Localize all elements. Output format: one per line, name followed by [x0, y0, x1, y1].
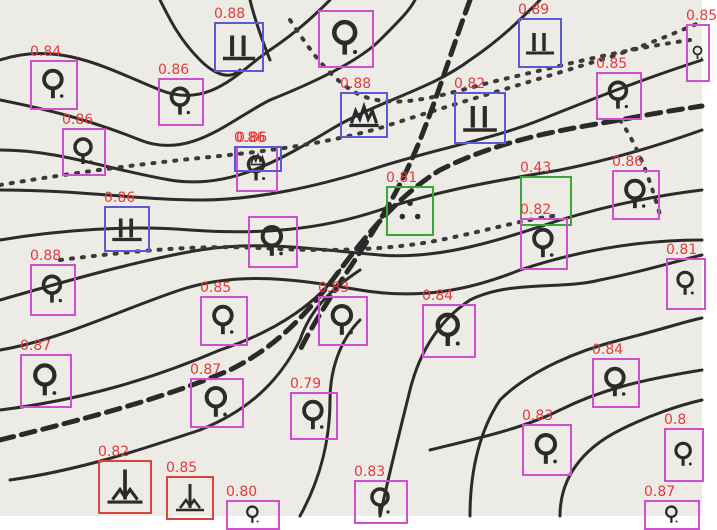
confidence-score: 0.86 [236, 130, 268, 146]
confidence-score: 0.83 [522, 408, 554, 424]
detection-box [30, 264, 76, 316]
grass-tuft-icon [520, 20, 560, 66]
detection-box [644, 500, 700, 530]
detection-box [318, 296, 368, 346]
circle-stem-icon [32, 266, 74, 314]
confidence-score: 0.82 [520, 202, 552, 218]
confidence-score: 0.87 [190, 362, 222, 378]
confidence-score: 0.87 [20, 338, 52, 354]
detection-box [62, 128, 106, 176]
detection-box [104, 206, 150, 252]
detection-box [318, 10, 374, 68]
confidence-score: 0.84 [30, 44, 62, 60]
circle-stem-icon [228, 502, 278, 528]
confidence-score: 0.84 [422, 288, 454, 304]
detection-box [454, 92, 506, 144]
confidence-score: 0.88 [214, 6, 246, 22]
confidence-score: 0.80 [226, 484, 258, 500]
detection-box [354, 480, 408, 524]
circle-stem-icon [22, 356, 70, 406]
circle-stem-icon [32, 62, 76, 108]
detection-box [596, 72, 642, 120]
confidence-score: 0.86 [62, 112, 94, 128]
detection-box [522, 424, 572, 476]
circle-stem-icon [614, 172, 658, 218]
detection-box [290, 392, 338, 440]
bush-icon [236, 148, 280, 170]
detection-box [592, 358, 640, 408]
bush-icon [342, 94, 386, 136]
circle-stem-icon [202, 298, 246, 344]
confidence-score: 0.87 [644, 484, 676, 500]
detection-box [386, 186, 434, 236]
confidence-score: 0.81 [666, 242, 698, 258]
detection-box [340, 92, 388, 138]
detection-box [686, 24, 710, 82]
detection-box [520, 218, 568, 270]
confidence-score: 0.89 [518, 2, 550, 18]
detection-box [666, 258, 706, 310]
circle-stem-icon [594, 360, 638, 406]
confidence-score: 0.86 [104, 190, 136, 206]
confidence-score: 0.82 [98, 444, 130, 460]
confidence-score: 0.86 [612, 154, 644, 170]
detection-box [30, 60, 78, 110]
detection-box [664, 428, 704, 482]
confidence-score: 0.85 [200, 280, 232, 296]
detection-box [234, 146, 282, 172]
confidence-score: 0.81 [386, 170, 418, 186]
detection-box [190, 378, 244, 428]
detection-box [518, 18, 562, 68]
circle-stem-icon [668, 260, 704, 308]
confidence-score: 0.88 [340, 76, 372, 92]
confidence-score: 0.79 [290, 376, 322, 392]
circle-stem-icon [192, 380, 242, 426]
detection-box [422, 304, 476, 358]
confidence-score: 0.86 [234, 130, 266, 146]
tree-icon [100, 462, 150, 512]
circle-stem-icon [688, 26, 708, 80]
confidence-score: 0.83 [354, 464, 386, 480]
circle-stem-icon [320, 298, 366, 344]
circle-stem-icon [646, 502, 698, 528]
detection-box [20, 354, 72, 408]
confidence-score: 0.8 [664, 412, 687, 428]
three-dots-icon [388, 188, 432, 234]
circle-stem-icon [356, 482, 406, 522]
grass-tuft-icon [216, 24, 262, 70]
detection-box [214, 22, 264, 72]
confidence-score: 0.43 [520, 160, 552, 176]
confidence-score: 0.85 [686, 8, 717, 24]
confidence-score: 0.83 [318, 280, 350, 296]
grass-tuft-icon [456, 94, 504, 142]
circle-stem-icon [160, 80, 202, 124]
detection-box [612, 170, 660, 220]
confidence-score: 0.85 [166, 460, 198, 476]
circle-stem-icon [522, 220, 566, 268]
confidence-score: 0.82 [454, 76, 486, 92]
circle-stem-icon [598, 74, 640, 118]
detection-box [158, 78, 204, 126]
detection-box [520, 176, 572, 226]
circle-stem-icon [64, 130, 104, 174]
circle-stem-icon [424, 306, 474, 356]
grass-tuft-icon [106, 208, 148, 250]
detection-box [166, 476, 214, 520]
circle-stem-icon [666, 430, 702, 480]
tree-icon [168, 478, 212, 518]
circle-stem-icon [292, 394, 336, 438]
detection-box [98, 460, 152, 514]
detection-box [200, 296, 248, 346]
detection-box [248, 216, 298, 268]
confidence-score: 0.86 [158, 62, 190, 78]
contour-lines [0, 0, 705, 518]
circle-stem-icon [524, 426, 570, 474]
confidence-score: 0.88 [30, 248, 62, 264]
circle-stem-icon [320, 12, 372, 66]
confidence-score: 0.84 [592, 342, 624, 358]
detection-box [226, 500, 280, 530]
confidence-score: 0.85 [596, 56, 628, 72]
circle-stem-icon [250, 218, 296, 266]
